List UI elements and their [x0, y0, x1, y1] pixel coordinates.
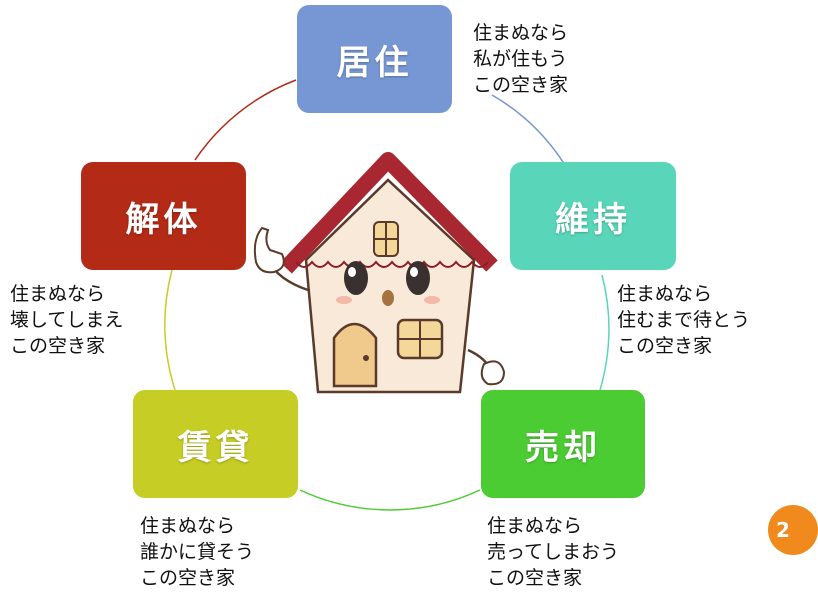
note-line: この空き家 [617, 335, 713, 357]
note-line: 誰かに貸そう [140, 541, 255, 563]
note-line: 私が住もう [473, 48, 568, 70]
note-line: 住まぬなら [140, 515, 236, 537]
note-iji: 住まぬなら 住むまで待とう この空き家 [617, 281, 750, 359]
stage-box-chintai: 賃貸 [133, 390, 298, 498]
note-line: 住まぬなら [473, 22, 569, 44]
note-line: この空き家 [140, 567, 236, 589]
arc-kaitai-kyoju [194, 79, 297, 161]
arc-iji-baikyaku [599, 274, 610, 391]
note-line: 住まぬなら [10, 283, 106, 305]
note-line: この空き家 [487, 567, 583, 589]
stage-box-kaitai: 解体 [81, 162, 246, 270]
note-line: 壊してしまえ [10, 309, 124, 331]
arc-kyoju-iji [491, 94, 566, 166]
note-kaitai: 住まぬなら 壊してしまえ この空き家 [10, 281, 123, 359]
note-line: 住むまで待とう [617, 309, 751, 331]
note-line: この空き家 [10, 335, 106, 357]
note-line: 売ってしまおう [487, 541, 620, 563]
arc-chintai-kaitai [164, 269, 176, 391]
cycle-ring [164, 79, 610, 511]
note-kyoju: 住まぬなら 私が住もう この空き家 [473, 20, 568, 98]
house-character-illustration [253, 152, 506, 394]
note-line: この空き家 [473, 74, 569, 96]
page-number-badge: 2 [768, 505, 818, 555]
arc-baikyaku-chintai [299, 489, 481, 511]
note-line: 住まぬなら [617, 283, 713, 305]
note-line: 住まぬなら [487, 515, 583, 537]
stage-box-iji: 維持 [510, 162, 676, 270]
stage-box-kyoju: 居住 [297, 5, 452, 113]
stage-box-baikyaku: 売却 [481, 390, 645, 498]
note-baikyaku: 住まぬなら 売ってしまおう この空き家 [487, 513, 619, 591]
note-chintai: 住まぬなら 誰かに貸そう この空き家 [140, 513, 254, 591]
